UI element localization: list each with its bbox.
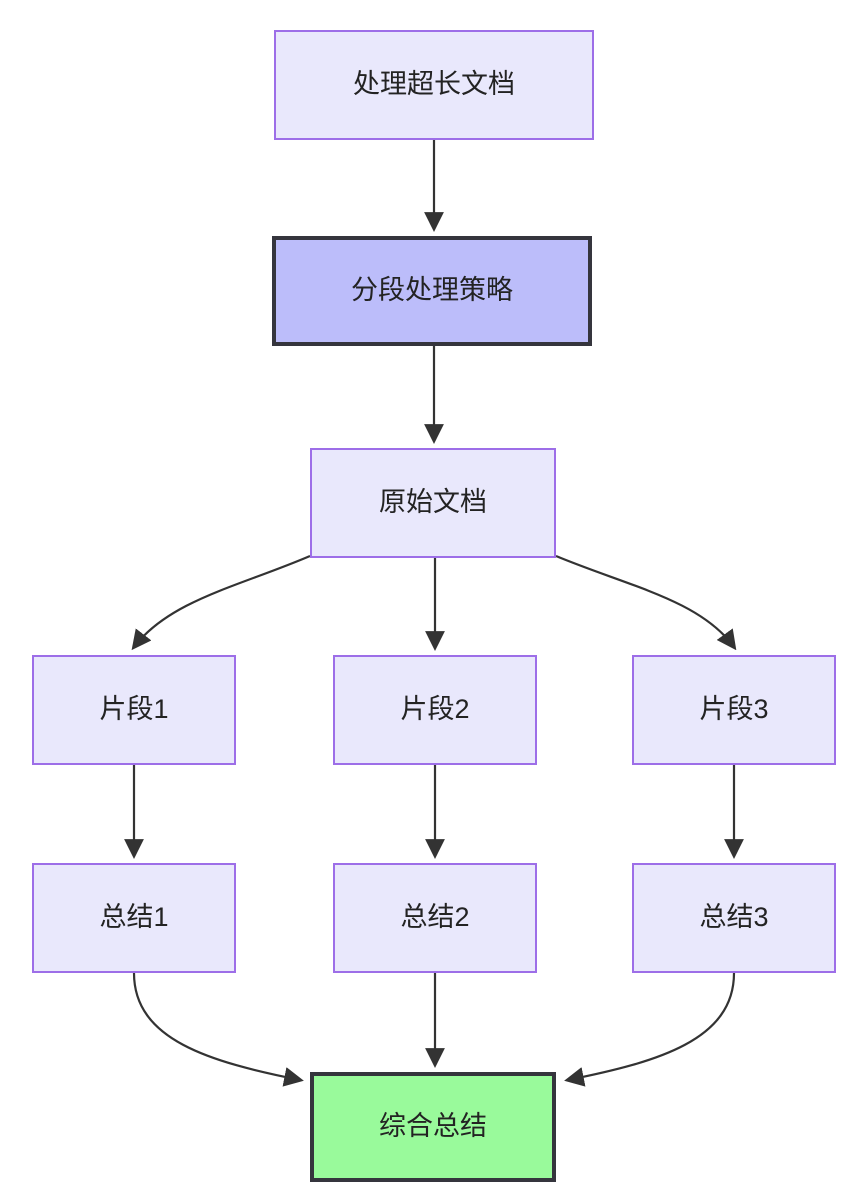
edge-n3-to-n4	[131, 554, 311, 651]
edge-n3-to-n6	[555, 554, 737, 651]
node-n7[interactable]: 总结1	[32, 863, 236, 973]
node-label: 片段3	[699, 694, 769, 725]
node-label: 综合总结	[379, 1111, 487, 1142]
edge-n9-to-n10	[564, 972, 736, 1087]
node-n10[interactable]: 综合总结	[310, 1072, 556, 1182]
node-label: 处理超长文档	[353, 69, 515, 100]
node-n6[interactable]: 片段3	[632, 655, 836, 765]
node-n4[interactable]: 片段1	[32, 655, 236, 765]
node-label: 片段2	[400, 694, 470, 725]
node-n1[interactable]: 处理超长文档	[274, 30, 594, 140]
node-n9[interactable]: 总结3	[632, 863, 836, 973]
node-label: 原始文档	[379, 487, 487, 518]
node-label: 总结2	[400, 902, 470, 933]
node-label: 总结1	[99, 902, 169, 933]
node-label: 分段处理策略	[351, 275, 513, 306]
edge-paths	[124, 140, 744, 1087]
node-n2[interactable]: 分段处理策略	[272, 236, 592, 346]
node-n5[interactable]: 片段2	[333, 655, 537, 765]
edge-n7-to-n10	[132, 972, 304, 1087]
node-n3[interactable]: 原始文档	[310, 448, 556, 558]
node-label: 总结3	[699, 902, 769, 933]
node-n8[interactable]: 总结2	[333, 863, 537, 973]
node-label: 片段1	[99, 694, 169, 725]
